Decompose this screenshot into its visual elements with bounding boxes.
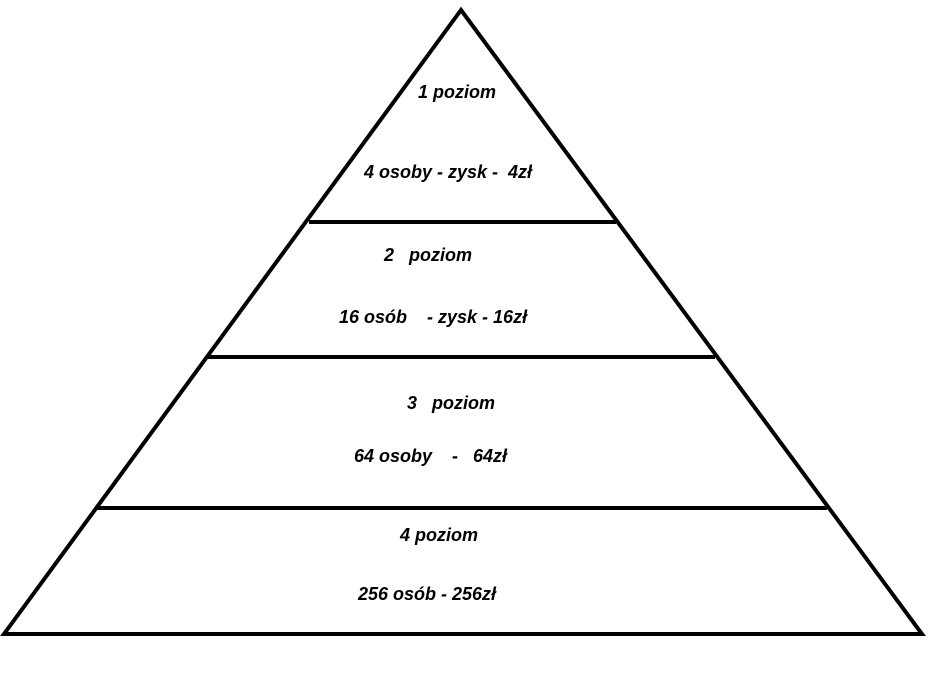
level-2-title: 2 poziom [383, 245, 472, 265]
level-4-title: 4 poziom [399, 525, 478, 545]
level-1-detail: 4 osoby - zysk - 4zł [363, 162, 533, 182]
pyramid-outline [0, 6, 926, 636]
pyramid-level-1: 1 poziom 4 osoby - zysk - 4zł [363, 82, 533, 182]
pyramid-level-2: 2 poziom 16 osób - zysk - 16zł [339, 245, 528, 327]
pyramid-level-3: 3 poziom 64 osoby - 64zł [354, 393, 508, 466]
level-3-detail: 64 osoby - 64zł [354, 446, 508, 466]
pyramid-level-4: 4 poziom 256 osób - 256zł [357, 525, 497, 604]
level-2-detail: 16 osób - zysk - 16zł [339, 307, 528, 327]
level-3-title: 3 poziom [407, 393, 495, 413]
level-1-title: 1 poziom [418, 82, 496, 102]
level-4-detail: 256 osób - 256zł [357, 584, 497, 604]
